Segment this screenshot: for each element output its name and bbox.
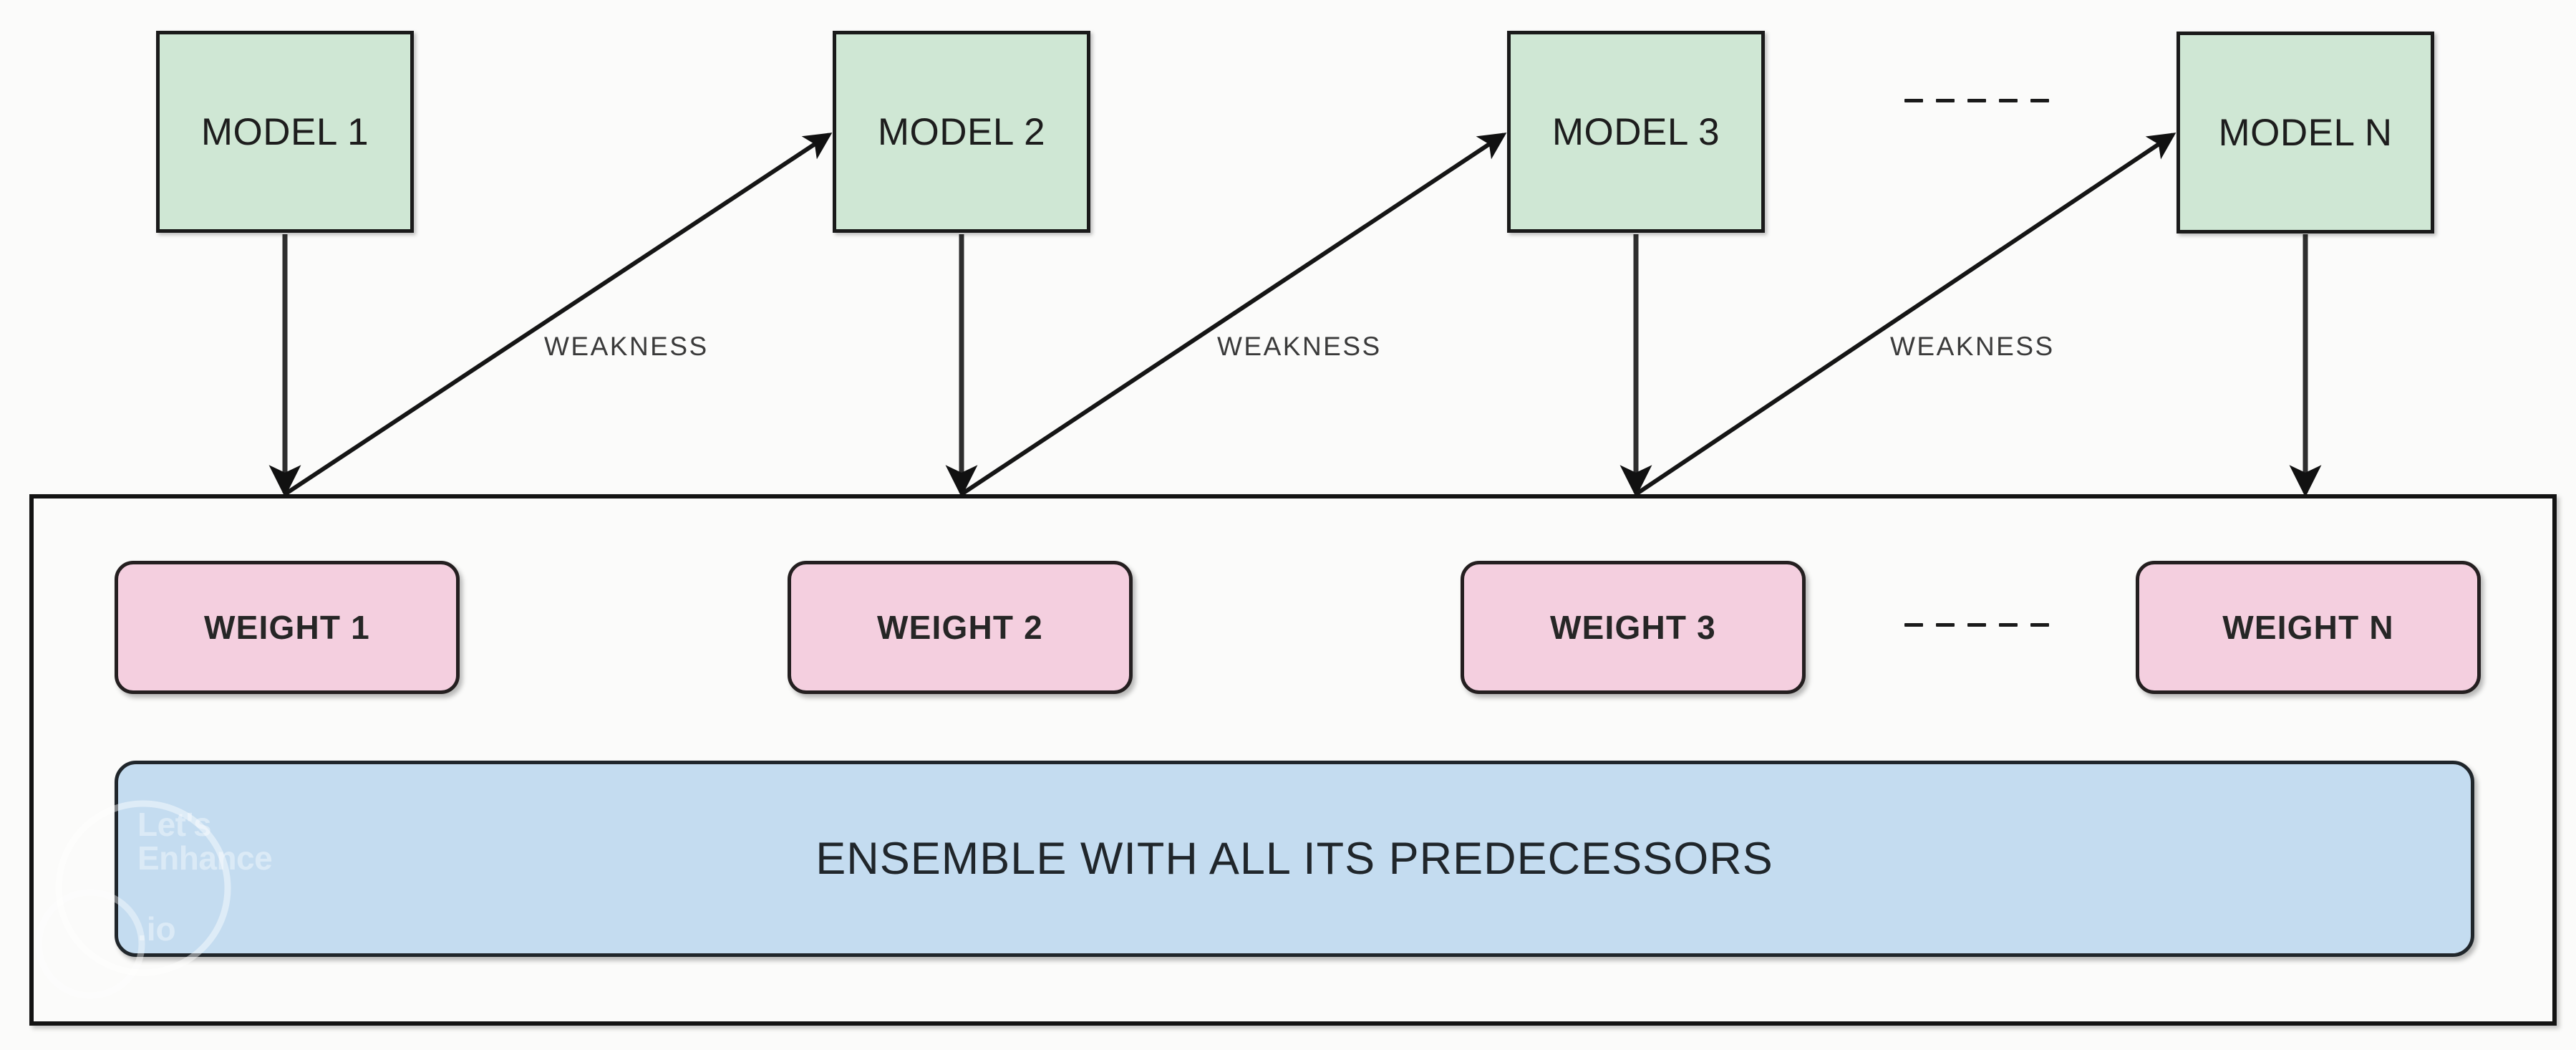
model-box-2[interactable]: MODEL 2 [833,31,1090,233]
weakness-label-2: WEAKNESS [1217,332,1382,361]
weight-box-3[interactable]: WEIGHT 3 [1461,561,1806,694]
model-box-n-label: MODEL N [2218,111,2393,154]
ensemble-box-label: ENSEMBLE WITH ALL ITS PREDECESSORS [815,834,1773,884]
weight-box-1-label: WEIGHT 1 [204,609,370,646]
weight-box-n[interactable]: WEIGHT N [2136,561,2481,694]
weight-box-2-label: WEIGHT 2 [877,609,1043,646]
weight-box-n-label: WEIGHT N [2222,609,2394,646]
models-ellipsis-icon [1904,99,2049,102]
weakness-label-1: WEAKNESS [544,332,709,361]
model-box-3[interactable]: MODEL 3 [1507,31,1765,233]
weight-box-3-label: WEIGHT 3 [1550,609,1716,646]
weights-ellipsis-icon [1904,623,2049,627]
model-box-n[interactable]: MODEL N [2176,32,2434,233]
weight-box-2[interactable]: WEIGHT 2 [788,561,1133,694]
model-box-3-label: MODEL 3 [1551,110,1720,153]
weakness-label-3: WEAKNESS [1890,332,2055,361]
model-box-1-label: MODEL 1 [200,110,369,153]
model-box-2-label: MODEL 2 [877,110,1046,153]
model-box-1[interactable]: MODEL 1 [156,31,414,233]
weight-box-1[interactable]: WEIGHT 1 [115,561,460,694]
ensemble-box[interactable]: ENSEMBLE WITH ALL ITS PREDECESSORS [115,761,2474,957]
